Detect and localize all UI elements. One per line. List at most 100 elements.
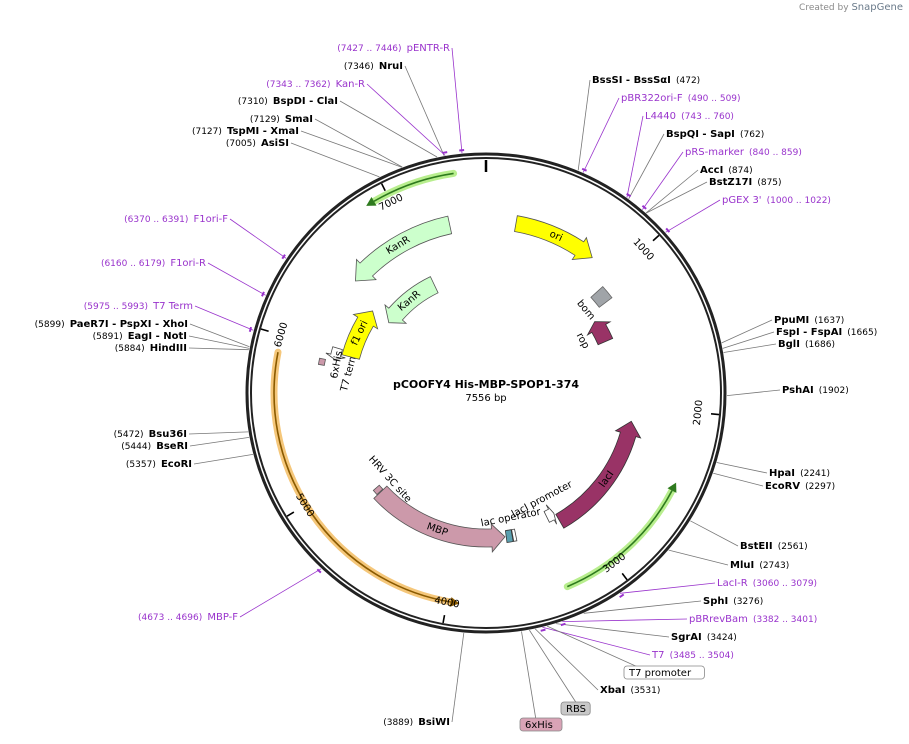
site-pos-mlui: (2743) (759, 561, 789, 571)
leader-pbr322ori-f (582, 97, 620, 173)
site-pos-ecori: (5357) (126, 460, 156, 470)
site-bgli: BglI (1686) (778, 332, 835, 351)
site-name-bstz17i: BstZ17I (709, 177, 752, 188)
site-pos-hpai: (2241) (800, 469, 830, 479)
tick-label-5000: 5000 (293, 492, 316, 519)
site-pos-pshai: (1902) (819, 386, 849, 396)
feature-ori (514, 215, 593, 260)
site-xbai: XbaI (3531) (600, 678, 660, 697)
glow_mbp-line (273, 352, 451, 603)
site-pos-nrui: (7346) (344, 62, 374, 72)
site-name-smai: SmaI (285, 114, 313, 125)
tick-mark-5000 (286, 511, 295, 517)
primer-laci-r: LacI-R (3060 .. 3079) (717, 571, 817, 590)
leader-l4440 (626, 115, 644, 198)
site-name-eagi: EagI - NotI (128, 331, 187, 342)
site-name-bspqi: BspQI - SapI (666, 129, 735, 140)
leader-eagi (188, 335, 250, 349)
site-nrui: (7346) NruI (344, 54, 403, 73)
feature-sixhis2 (317, 357, 326, 366)
leader-fspi (722, 331, 775, 349)
box-rbs (560, 701, 591, 716)
site-pos-paer7i: (5899) (35, 320, 65, 330)
site-mlui: MluI (2743) (730, 553, 789, 572)
box-t7promoter (623, 665, 705, 680)
leader-bspdi (339, 100, 438, 158)
feature-mbp (373, 485, 506, 553)
primer-pos-t7term: (5975 .. 5993) (84, 302, 148, 312)
tick-mark-7000 (380, 183, 386, 192)
credit-brand: SnapGene (851, 2, 903, 13)
leader-bgli (723, 343, 777, 353)
primer-mark-f1ori-f (281, 254, 286, 260)
site-ecorv: EcoRV (2297) (765, 474, 835, 493)
tick-mark-2000 (710, 413, 720, 416)
site-name-bsteii: BstEII (740, 541, 773, 552)
primer-pos-mbp-f: (4673 .. 4696) (138, 613, 202, 623)
site-pos-bgli: (1686) (805, 340, 835, 350)
feature-kanr2 (384, 276, 439, 324)
leader-bsiwi (451, 632, 465, 723)
primer-l4440: L4440 (743 .. 760) (645, 104, 734, 123)
leader-bsteii (690, 520, 739, 547)
glow_kan-head (366, 197, 377, 206)
primer-name-mbp-f: MBP-F (207, 612, 238, 623)
primer-name-pentr-r: pENTR-R (407, 43, 450, 54)
site-ppumi: PpuMI (1637) (774, 308, 844, 327)
leader-mbp-f (239, 568, 322, 618)
feature-kanr1 (355, 215, 453, 282)
box-label-t7promoter: T7 promoter (628, 668, 692, 679)
site-ecori: (5357) EcoRI (126, 452, 192, 471)
feature-label-sixhis2: 6xHis (329, 350, 345, 379)
leader-smai (314, 118, 403, 168)
site-name-bsssi: BssSI - BssSαI (592, 75, 671, 86)
primer-pos-laci-r: (3060 .. 3079) (753, 579, 817, 589)
site-pos-hindiii: (5884) (115, 344, 145, 354)
primer-name-pgex3: pGEX 3' (722, 195, 762, 206)
leader-ppumi (721, 319, 773, 344)
site-bspqi: BspQI - SapI (762) (666, 122, 764, 141)
site-pos-ppumi: (1637) (814, 316, 844, 326)
primer-t7term: (5975 .. 5993) T7 Term (84, 294, 193, 313)
tick-mark-3000 (621, 572, 628, 581)
site-name-bsu36i: Bsu36I (149, 429, 187, 440)
site-name-ecorv: EcoRV (765, 481, 800, 492)
primer-mark-t7 (540, 628, 546, 632)
leader-rbs (529, 629, 578, 705)
leader-bstz17i (646, 181, 708, 214)
leader-acci (645, 169, 699, 214)
site-sgrai: SgrAI (3424) (671, 625, 737, 644)
glow_mbp-head (449, 597, 460, 607)
feature-bom (590, 286, 613, 308)
site-pos-bsteii: (2561) (778, 542, 808, 552)
site-paer7i: (5899) PaeR7I - PspXI - XhoI (35, 312, 188, 331)
site-pos-fspi: (1665) (847, 328, 877, 338)
site-name-mlui: MluI (730, 560, 754, 571)
leader-laci-r (619, 582, 716, 594)
primer-pos-l4440: (743 .. 760) (681, 112, 734, 122)
leader-prs-marker (642, 151, 684, 210)
site-pos-smai: (7129) (250, 115, 280, 125)
leader-pentr-r (451, 47, 463, 154)
site-pos-tspmi: (7127) (192, 127, 222, 137)
primer-mark-pgex3 (665, 227, 671, 233)
feature-t7term_feat (325, 346, 346, 360)
primer-name-kan-r: Kan-R (336, 79, 365, 90)
site-labels: (7346) NruI (7310) BspDI - ClaI (7129) Sma… (35, 43, 877, 732)
primer-f1ori-f: (6370 .. 6391) F1ori-F (124, 207, 228, 226)
site-bsteii: BstEII (2561) (740, 534, 808, 553)
site-name-fspi: FspI - FspAI (776, 327, 842, 338)
leader-ecori (193, 454, 254, 465)
site-bspdi: (7310) BspDI - ClaI (238, 89, 338, 108)
primer-pbrrevbam: pBRrevBam (3382 .. 3401) (689, 607, 817, 626)
leader-bsssi (577, 79, 591, 171)
backbone (245, 152, 727, 634)
primer-mark-l4440 (626, 192, 632, 198)
site-bseri: (5444) BseRI (121, 434, 188, 453)
primer-pbr322ori-f: pBR322ori-F (490 .. 509) (621, 86, 741, 105)
leader-hpai (716, 462, 768, 474)
leader-sphi (583, 600, 702, 614)
leader-bspqi (628, 133, 665, 199)
